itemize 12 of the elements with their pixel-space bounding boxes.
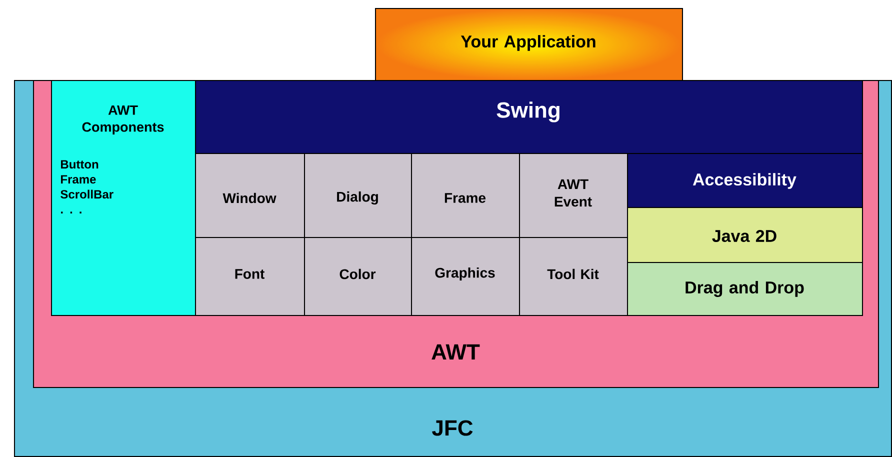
- class-cell: Graphics: [411, 236, 520, 316]
- api-box: Accessibility: [627, 153, 863, 208]
- api-box: Drag and Drop: [627, 262, 863, 316]
- class-cell: Dialog: [304, 153, 412, 238]
- class-cell: Frame: [411, 153, 520, 238]
- class-cell: AWT Event: [519, 153, 628, 238]
- class-cell: Color: [304, 236, 412, 316]
- component-box: AWT Components Button Frame ScrollBar . . .: [51, 80, 196, 316]
- api-box: Java 2D: [627, 207, 863, 263]
- class-cell: Tool Kit: [519, 236, 628, 316]
- class-cell: Font: [195, 236, 305, 316]
- class-cell: Window: [195, 153, 305, 238]
